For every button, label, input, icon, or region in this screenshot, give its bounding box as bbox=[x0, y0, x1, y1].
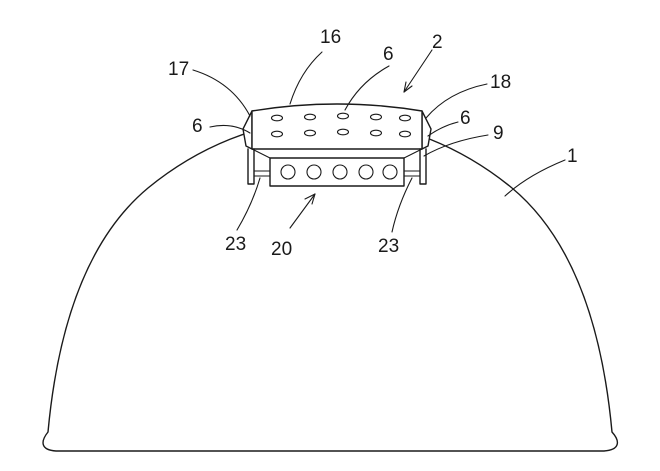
leader-2-arrow bbox=[403, 81, 413, 93]
leader-16 bbox=[289, 51, 323, 105]
leader-6-left bbox=[209, 124, 251, 134]
hole bbox=[398, 114, 412, 122]
bracket-rail bbox=[251, 148, 423, 159]
label-6-top: 6 bbox=[383, 44, 394, 65]
hole bbox=[336, 128, 350, 136]
leader-23-left bbox=[236, 177, 261, 231]
device-assembly bbox=[242, 103, 432, 187]
lamp bbox=[332, 164, 348, 180]
hole bbox=[270, 114, 284, 122]
hole bbox=[369, 113, 383, 121]
leader-lines bbox=[192, 49, 566, 233]
label-20: 20 bbox=[271, 239, 292, 260]
label-9: 9 bbox=[493, 123, 504, 144]
hole-grid bbox=[270, 112, 412, 138]
label-6-left: 6 bbox=[192, 116, 203, 137]
leader-18 bbox=[425, 83, 488, 119]
leader-6-top bbox=[344, 65, 390, 111]
leader-20-arrow bbox=[304, 193, 316, 205]
hole bbox=[303, 113, 317, 121]
lamp-housing bbox=[269, 157, 405, 187]
label-6-right: 6 bbox=[460, 108, 471, 129]
leader-1 bbox=[504, 159, 566, 197]
hole bbox=[270, 130, 284, 138]
leader-2 bbox=[403, 49, 433, 93]
leader-9 bbox=[423, 134, 489, 157]
label-2: 2 bbox=[432, 32, 443, 53]
lamp bbox=[306, 164, 322, 180]
hole bbox=[369, 129, 383, 137]
helmet-shell-outline bbox=[42, 115, 619, 452]
label-23-left: 23 bbox=[225, 234, 246, 255]
leader-20 bbox=[289, 193, 316, 229]
right-support bbox=[403, 170, 421, 177]
label-1: 1 bbox=[567, 146, 578, 167]
label-23-right: 23 bbox=[378, 236, 399, 257]
top-panel bbox=[251, 103, 423, 150]
label-18: 18 bbox=[490, 72, 511, 93]
leader-17 bbox=[192, 69, 251, 117]
bracket-frame bbox=[247, 148, 427, 185]
label-17: 17 bbox=[168, 59, 189, 80]
label-16: 16 bbox=[320, 27, 341, 48]
hole bbox=[398, 130, 412, 138]
leader-23-right bbox=[391, 177, 413, 233]
hole bbox=[303, 129, 317, 137]
lamp bbox=[358, 164, 374, 180]
reference-numerals: 16 6 2 17 18 6 6 9 1 23 20 23 bbox=[168, 27, 578, 260]
lamp bbox=[382, 164, 398, 180]
left-support bbox=[253, 170, 271, 177]
hole bbox=[336, 112, 350, 120]
leader-6-right bbox=[427, 121, 459, 137]
lamp bbox=[280, 164, 296, 180]
